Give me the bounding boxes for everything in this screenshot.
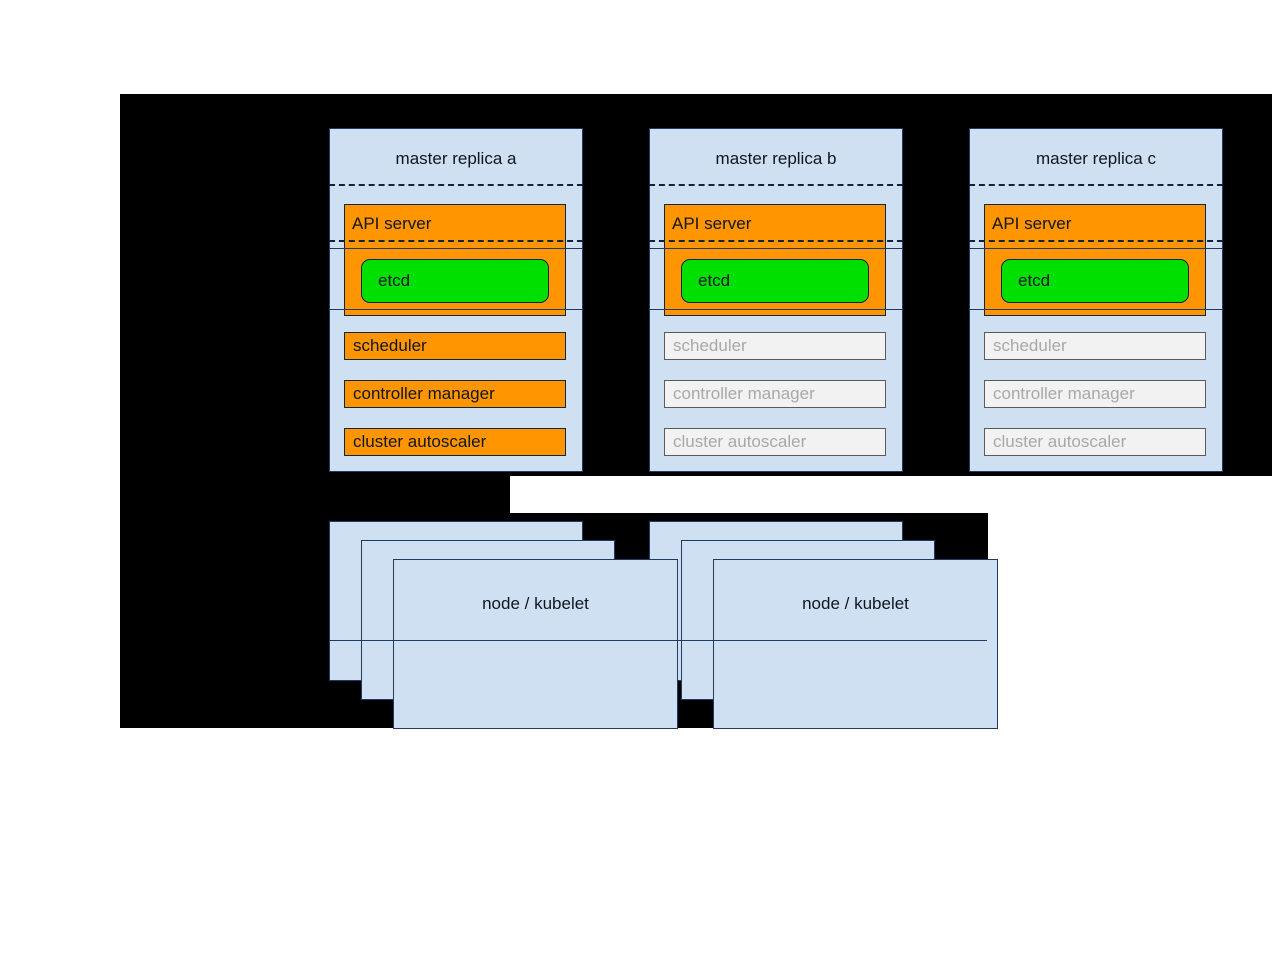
replica-b-apiserver-label: API server [672, 214, 752, 233]
replica-a-cluster-autoscaler[interactable]: cluster autoscaler [344, 428, 566, 456]
replica-a-scheduler[interactable]: scheduler [344, 332, 566, 360]
node-group-1-rule [329, 640, 706, 641]
node-group-2-label: node / kubelet [802, 594, 909, 613]
replica-b-scheduler[interactable]: scheduler [664, 332, 886, 360]
replica-b-divider-mid [649, 240, 903, 242]
node-group-2-rule [649, 640, 987, 641]
replica-b-rule-lower [649, 309, 903, 310]
replica-b-divider-top [649, 184, 903, 186]
replica-c-controller-manager[interactable]: controller manager [984, 380, 1206, 408]
replica-a-etcd-label: etcd [378, 271, 411, 290]
node-group-1-label: node / kubelet [482, 594, 589, 613]
replica-a-divider-top [329, 184, 583, 186]
replica-c-etcd-label: etcd [1018, 271, 1051, 290]
replica-c-cluster-autoscaler[interactable]: cluster autoscaler [984, 428, 1206, 456]
replica-b-rule-upper [649, 248, 903, 249]
replica-c-apiserver-label: API server [992, 214, 1072, 233]
replica-a-apiserver-label: API server [352, 214, 432, 233]
master-replica-a-card[interactable]: master replica a API server etcd schedul… [329, 128, 583, 472]
replica-a-etcd-box[interactable]: etcd [361, 259, 549, 303]
replica-b-etcd-box[interactable]: etcd [681, 259, 869, 303]
replica-a-controller-manager[interactable]: controller manager [344, 380, 566, 408]
master-replica-b-card[interactable]: master replica b API server etcd schedul… [649, 128, 903, 472]
replica-a-rule-lower [329, 309, 583, 310]
replica-b-cluster-autoscaler[interactable]: cluster autoscaler [664, 428, 886, 456]
replica-c-rule-lower [969, 309, 1223, 310]
replica-c-rule-upper [969, 248, 1223, 249]
master-replica-c-card[interactable]: master replica c API server etcd schedul… [969, 128, 1223, 472]
replica-b-etcd-label: etcd [698, 271, 731, 290]
replica-a-divider-mid [329, 240, 583, 242]
master-replica-a-title: master replica a [395, 149, 517, 168]
node-group-1-card-front[interactable]: node / kubelet [393, 559, 678, 729]
replica-a-rule-upper [329, 248, 583, 249]
master-replica-c-title: master replica c [1036, 149, 1156, 168]
replica-c-etcd-box[interactable]: etcd [1001, 259, 1189, 303]
replica-c-divider-top [969, 184, 1223, 186]
replica-b-controller-manager[interactable]: controller manager [664, 380, 886, 408]
node-group-2-card-front[interactable]: node / kubelet [713, 559, 998, 729]
master-replica-b-title: master replica b [715, 149, 837, 168]
replica-c-divider-mid [969, 240, 1223, 242]
replica-c-scheduler[interactable]: scheduler [984, 332, 1206, 360]
